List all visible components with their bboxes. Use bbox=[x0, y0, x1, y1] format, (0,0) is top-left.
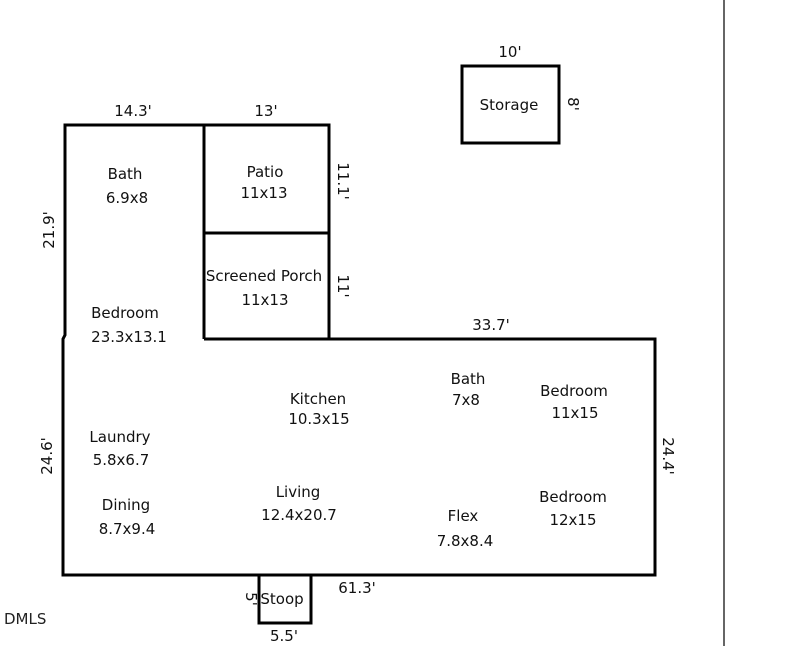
bath-right-size: 7x8 bbox=[452, 391, 480, 409]
dining-size: 8.7x9.4 bbox=[99, 520, 156, 538]
kitchen-size: 10.3x15 bbox=[288, 410, 349, 428]
bedroom-left-name: Bedroom bbox=[91, 304, 159, 322]
flex-name: Flex bbox=[448, 507, 479, 525]
dmls-watermark: DMLS bbox=[4, 610, 46, 628]
storage-depth-dimension: 8' bbox=[564, 97, 582, 111]
storage-name: Storage bbox=[480, 96, 539, 114]
dining-name: Dining bbox=[102, 496, 150, 514]
bedroom-right-top-name: Bedroom bbox=[540, 382, 608, 400]
porch-depth-dimension: 11' bbox=[334, 274, 352, 297]
stoop-width-dimension: 5.5' bbox=[270, 627, 298, 645]
stoop-depth-dimension: 5' bbox=[242, 592, 260, 606]
flex-size: 7.8x8.4 bbox=[437, 532, 494, 550]
building-outline bbox=[61, 123, 657, 577]
laundry-size: 5.8x6.7 bbox=[93, 451, 150, 469]
living-name: Living bbox=[276, 483, 321, 501]
bath-upper-name: Bath bbox=[108, 165, 143, 183]
patio-width-dimension: 13' bbox=[254, 102, 277, 120]
bedroom-left-size: 23.3x13.1 bbox=[91, 328, 167, 346]
patio-size: 11x13 bbox=[240, 184, 287, 202]
storage-outline bbox=[460, 64, 561, 145]
main-upper-width-dimension: 33.7' bbox=[472, 316, 510, 334]
bedroom-right-bottom-size: 12x15 bbox=[549, 511, 596, 529]
right-height-dimension: 24.4' bbox=[659, 437, 677, 475]
bottom-width-dimension: 61.3' bbox=[338, 579, 376, 597]
stoop-outline bbox=[257, 575, 313, 625]
screened-porch-size: 11x13 bbox=[241, 291, 288, 309]
top-left-width-dimension: 14.3' bbox=[114, 102, 152, 120]
bedroom-right-bottom-name: Bedroom bbox=[539, 488, 607, 506]
laundry-name: Laundry bbox=[89, 428, 150, 446]
bath-upper-size: 6.9x8 bbox=[106, 189, 148, 207]
left-upper-height-dimension: 21.9' bbox=[40, 211, 58, 249]
patio-depth-dimension: 11.1' bbox=[334, 162, 352, 200]
kitchen-name: Kitchen bbox=[290, 390, 346, 408]
storage-width-dimension: 10' bbox=[498, 43, 521, 61]
bedroom-right-top-size: 11x15 bbox=[551, 404, 598, 422]
patio-name: Patio bbox=[247, 163, 284, 181]
living-size: 12.4x20.7 bbox=[261, 506, 337, 524]
left-lower-height-dimension: 24.6' bbox=[38, 437, 56, 475]
stoop-name: Stoop bbox=[260, 590, 303, 608]
bath-right-name: Bath bbox=[451, 370, 486, 388]
screened-porch-name: Screened Porch bbox=[206, 267, 322, 285]
